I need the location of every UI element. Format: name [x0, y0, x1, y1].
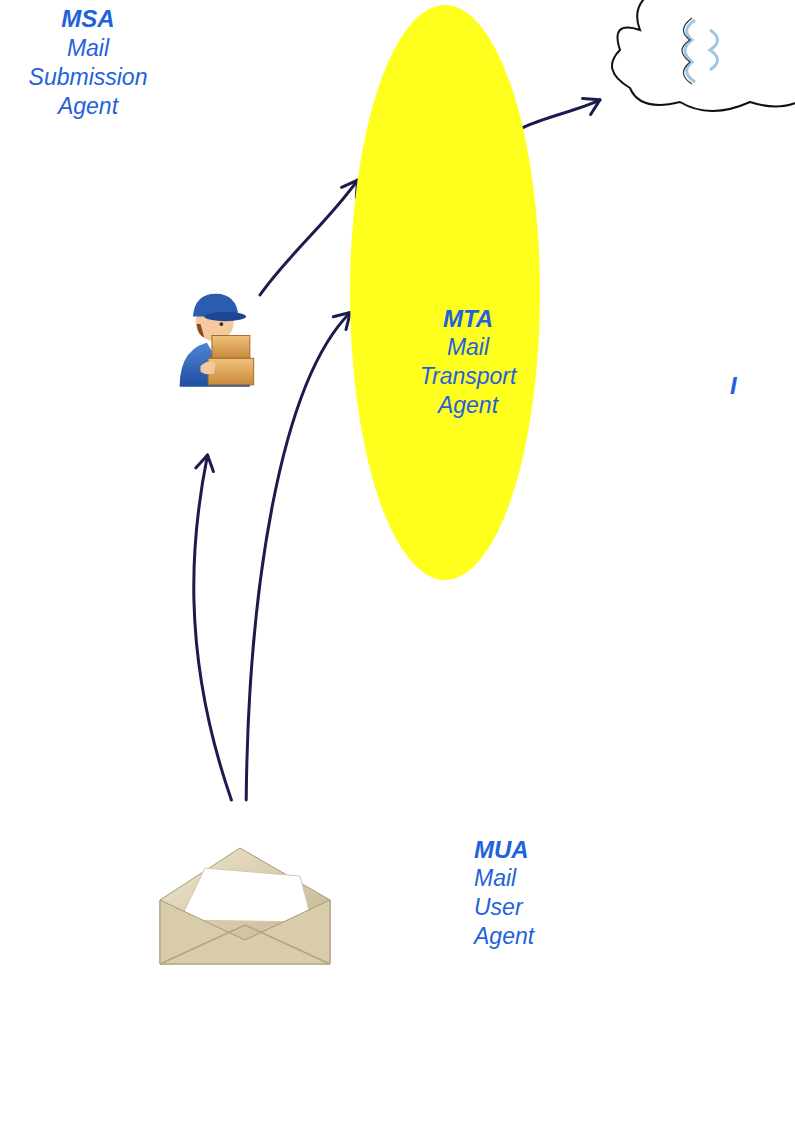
agent-name: Mail User Agent [474, 864, 554, 951]
agent-acronym: MUA [474, 835, 554, 864]
internet-cloud: I [600, 0, 795, 112]
agent-acronym: MSA [13, 4, 163, 33]
ellipse-outline [350, 5, 540, 580]
mta-agent-ellipse: MTAMail Transport Agent [350, 5, 540, 580]
flow-arrow [523, 98, 600, 127]
agent-acronym: MTA [400, 304, 536, 333]
agent-name: Mail Submission Agent [13, 34, 163, 121]
cloud-outline [600, 0, 795, 112]
agent-name: Mail Transport Agent [400, 333, 536, 420]
mua-agent: MUAMail User Agent [150, 800, 335, 968]
flow-arrow [246, 313, 350, 800]
msa-agent: MSAMail Submission Agent [178, 295, 260, 455]
msa-courier-icon [180, 294, 254, 387]
envelope-icon [160, 848, 330, 964]
flow-arrow [194, 455, 232, 800]
agent-acronym: I [730, 371, 780, 400]
flow-arrow [260, 180, 358, 295]
